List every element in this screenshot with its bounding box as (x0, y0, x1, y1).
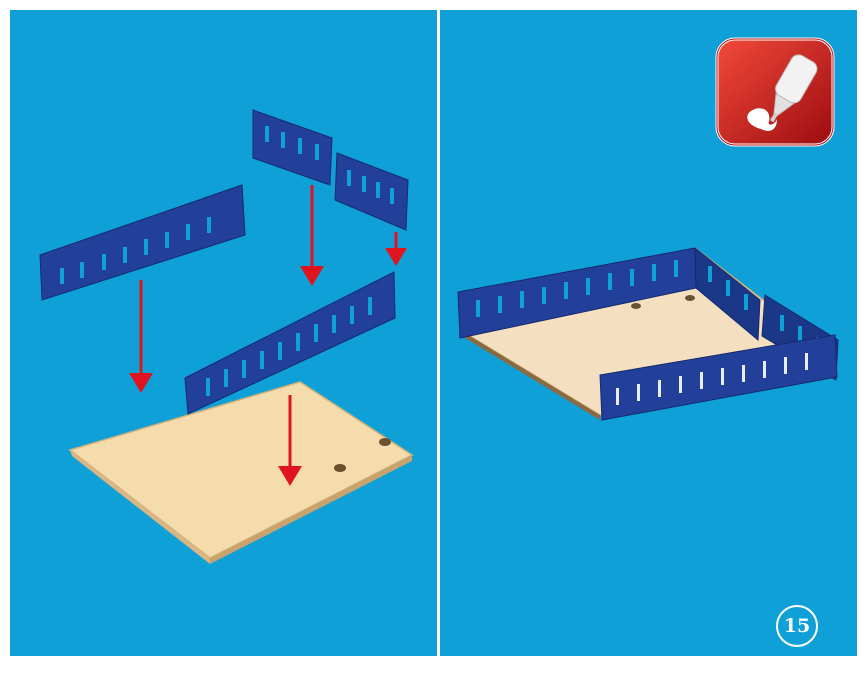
exploded-assembly-illustration (39, 109, 414, 564)
wall-panel-back (252, 109, 333, 186)
assembled-wall-front (599, 334, 838, 421)
hole (379, 438, 391, 446)
left-panel-exploded-view (10, 10, 437, 656)
base-plate (68, 381, 414, 564)
down-arrows (129, 185, 407, 486)
wall-panel-front (184, 271, 396, 415)
step-number-badge: 15 (776, 605, 818, 647)
wall-panel-right-back (334, 152, 409, 231)
wall-panel-left (39, 184, 246, 301)
assembled-tray-illustration (457, 246, 839, 421)
right-panel-assembled-view (440, 10, 857, 656)
glue-bottle-icon (715, 37, 835, 147)
hole (334, 464, 346, 472)
